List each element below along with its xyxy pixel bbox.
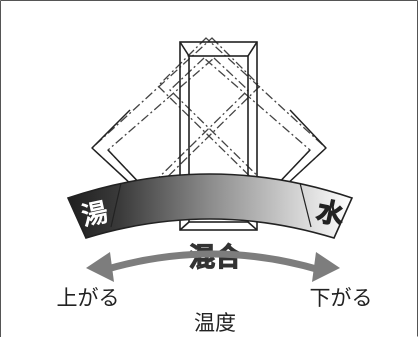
mixing-band — [66, 173, 354, 239]
cold-label: 水 — [314, 197, 347, 232]
temperature-label: 温度 — [194, 311, 236, 335]
raise-label: 上がる — [57, 286, 120, 310]
hot-label: 湯 — [79, 198, 111, 233]
lower-label: 下がる — [310, 286, 373, 310]
double-headed-arc-arrow-icon — [86, 250, 340, 282]
